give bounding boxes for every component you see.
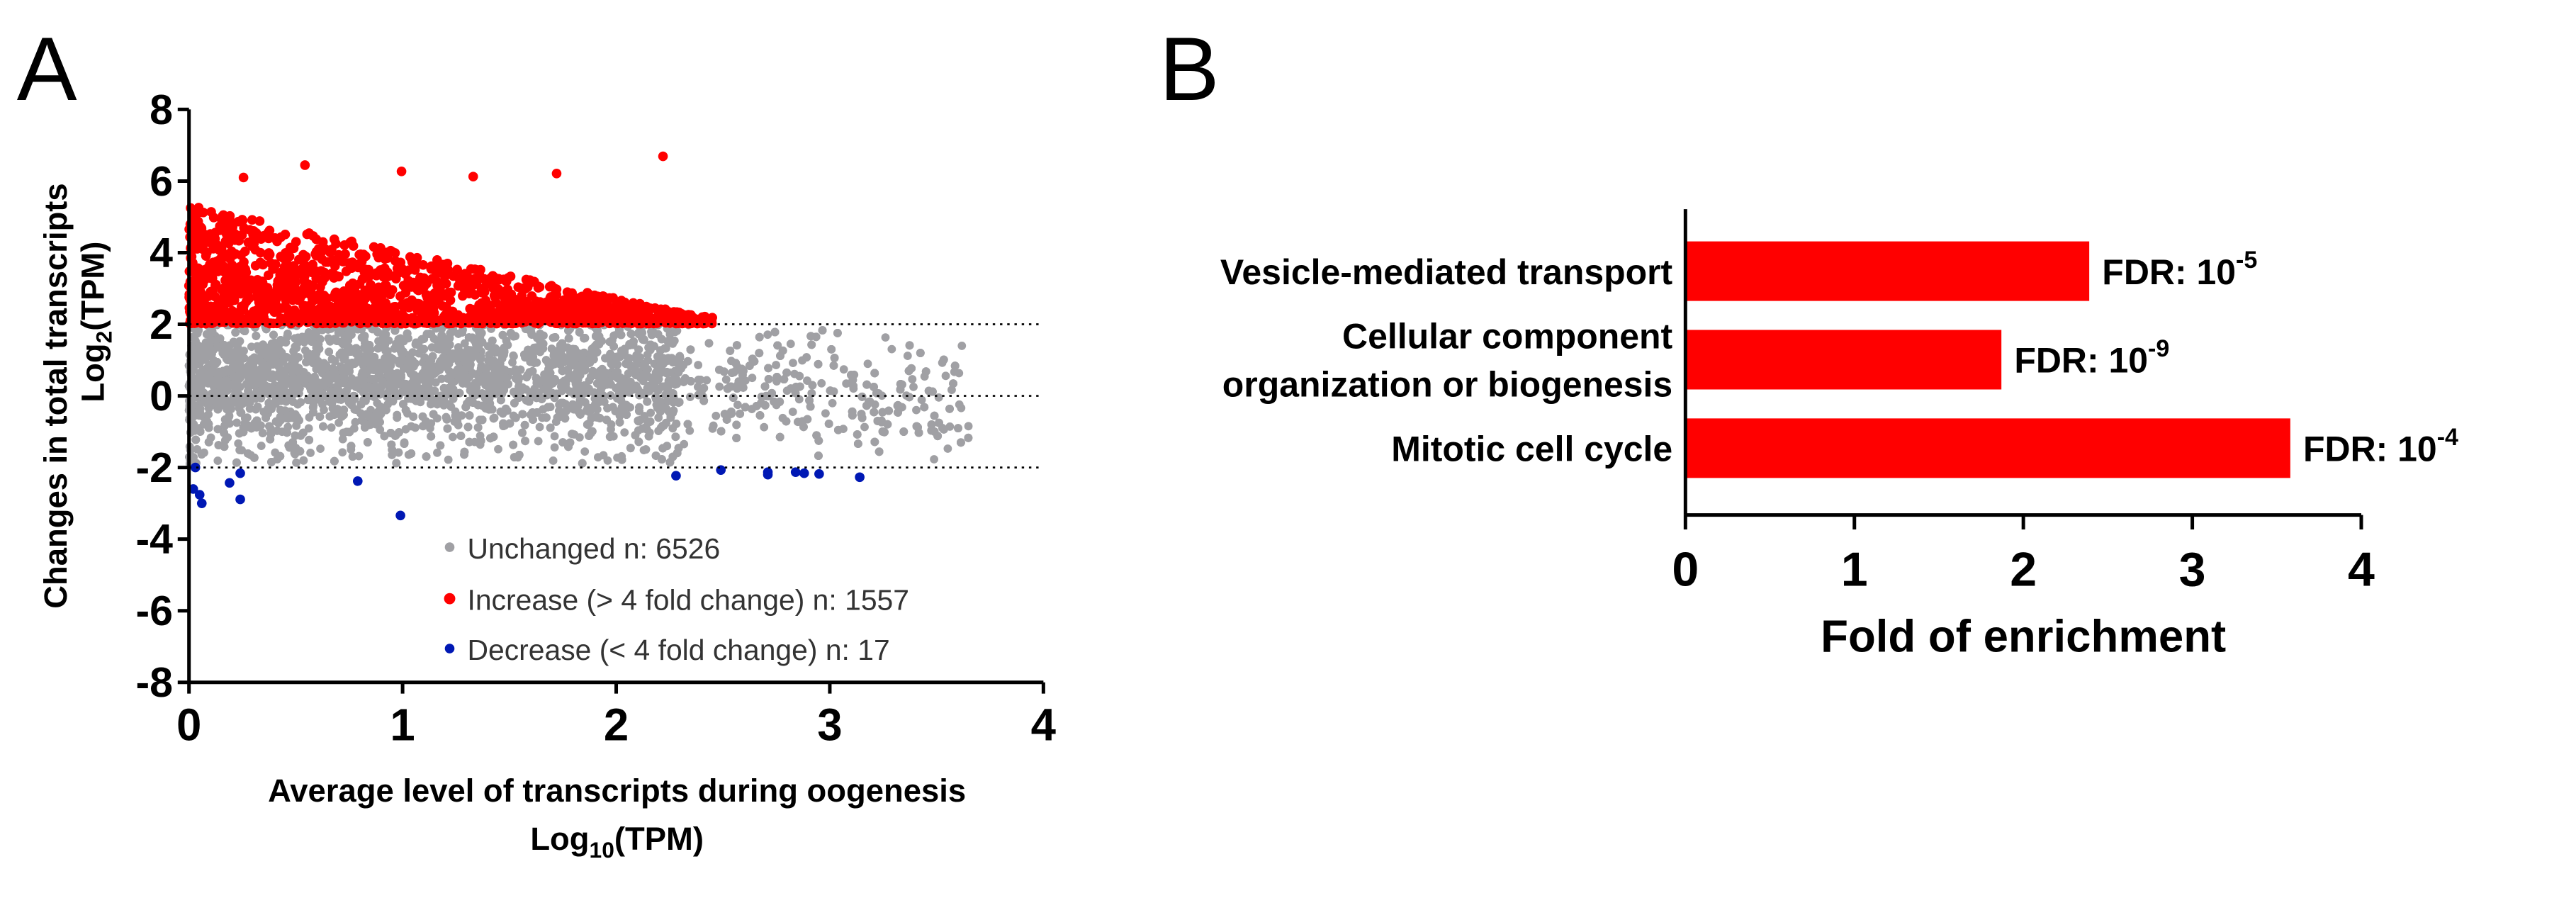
unchanged-point [748, 374, 757, 383]
unchanged-point [842, 379, 851, 388]
unchanged-point [908, 375, 917, 383]
unchanged-point [454, 420, 463, 430]
unchanged-point [760, 422, 769, 432]
unchanged-point [763, 330, 772, 339]
unchanged-point [694, 361, 703, 369]
unchanged-point [306, 449, 315, 457]
unchanged-point [881, 333, 890, 342]
unchanged-point [941, 371, 950, 381]
unchanged-point [225, 412, 234, 421]
unchanged-point [839, 365, 848, 374]
unchanged-point [964, 422, 973, 431]
unchanged-point [934, 393, 943, 402]
unchanged-point [646, 408, 656, 417]
unchanged-point [351, 417, 360, 427]
unchanged-point [957, 403, 966, 412]
unchanged-point [325, 337, 334, 346]
unchanged-point [788, 408, 797, 417]
unchanged-point [534, 437, 543, 446]
unchanged-point [338, 434, 347, 444]
unchanged-point [912, 405, 921, 415]
unchanged-point [247, 342, 256, 352]
unchanged-point [955, 369, 964, 378]
unchanged-point [607, 425, 615, 434]
unchanged-point [620, 428, 629, 437]
unchanged-point [909, 382, 918, 391]
unchanged-point [535, 422, 544, 432]
unchanged-point [550, 443, 559, 452]
unchanged-point [789, 359, 797, 368]
unchanged-point [509, 351, 518, 360]
panel-a-label: A [17, 18, 77, 119]
unchanged-point [498, 409, 507, 418]
unchanged-point [401, 425, 410, 434]
unchanged-point [721, 375, 731, 384]
unchanged-point [794, 395, 804, 404]
unchanged-point [494, 444, 502, 454]
unchanged-point [957, 342, 967, 350]
unchanged-point [863, 359, 872, 369]
unchanged-point [411, 423, 420, 432]
unchanged-point [828, 398, 837, 408]
unchanged-point [685, 426, 694, 435]
unchanged-point [943, 444, 952, 453]
unchanged-point [316, 444, 325, 454]
unchanged-point [903, 352, 912, 360]
unchanged-point [772, 361, 781, 369]
unchanged-point [449, 432, 457, 442]
unchanged-point [235, 446, 244, 454]
unchanged-point [786, 339, 795, 349]
unchanged-point [593, 453, 602, 462]
unchanged-point [338, 448, 347, 457]
unchanged-point [821, 409, 830, 418]
unchanged-point [860, 422, 869, 432]
unchanged-point [240, 347, 248, 355]
unchanged-point [792, 382, 801, 391]
unchanged-point [733, 400, 742, 410]
unchanged-point [709, 421, 718, 430]
unchanged-point [213, 425, 223, 434]
unchanged-point [715, 382, 724, 391]
unchanged-point [575, 433, 584, 442]
unchanged-point [549, 456, 558, 465]
unchanged-point [605, 432, 614, 442]
unchanged-point [603, 456, 612, 465]
unchanged-point [292, 458, 300, 467]
unchanged-point [521, 437, 530, 446]
unchanged-point [807, 388, 816, 398]
unchanged-point [817, 378, 826, 388]
unchanged-point [213, 456, 223, 465]
unchanged-point [702, 376, 712, 385]
unchanged-point [917, 395, 926, 405]
unchanged-point [782, 386, 792, 395]
unchanged-point [232, 418, 242, 427]
unchanged-point [887, 344, 896, 354]
unchanged-point [433, 448, 441, 457]
unchanged-point [420, 353, 429, 361]
unchanged-point [354, 451, 364, 461]
unchanged-point [550, 432, 559, 441]
scatter-points [184, 151, 973, 521]
unchanged-point [460, 339, 469, 348]
unchanged-point [712, 411, 721, 420]
unchanged-point [234, 439, 243, 448]
unchanged-point [685, 393, 694, 401]
unchanged-point [580, 447, 590, 456]
unchanged-point [327, 423, 336, 432]
unchanged-point [257, 442, 266, 450]
unchanged-point [293, 400, 303, 409]
unchanged-point [930, 455, 938, 464]
unchanged-point [444, 455, 453, 464]
unchanged-point [947, 386, 956, 394]
